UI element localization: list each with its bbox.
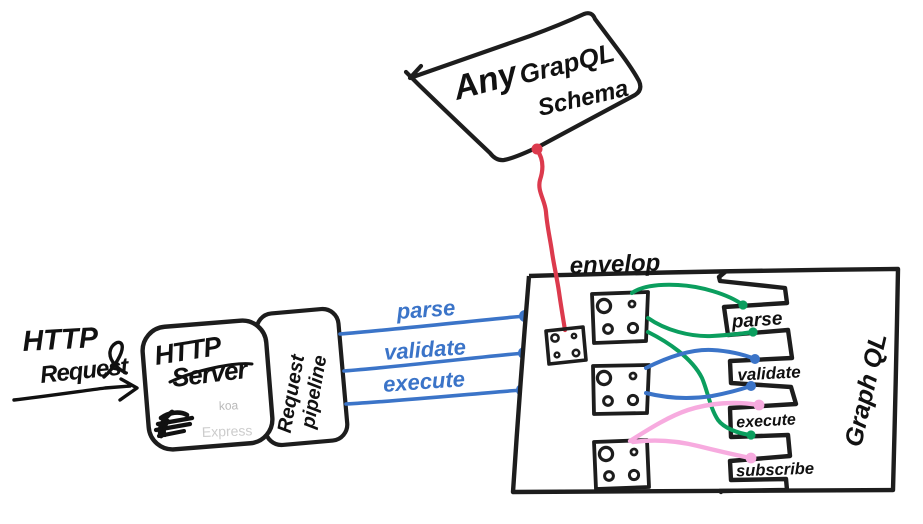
svg-text:subscribe: subscribe — [736, 460, 815, 481]
svg-text:parse: parse — [395, 295, 456, 324]
svg-text:validate: validate — [383, 334, 466, 365]
svg-text:Express: Express — [202, 422, 253, 440]
svg-text:parse: parse — [730, 308, 783, 333]
svg-text:koa: koa — [219, 398, 239, 413]
svg-text:envelop: envelop — [569, 249, 661, 279]
svg-text:execute: execute — [382, 366, 465, 397]
svg-text:HTTP: HTTP — [22, 322, 100, 358]
svg-text:execute: execute — [736, 411, 797, 431]
svg-text:validate: validate — [737, 362, 801, 384]
